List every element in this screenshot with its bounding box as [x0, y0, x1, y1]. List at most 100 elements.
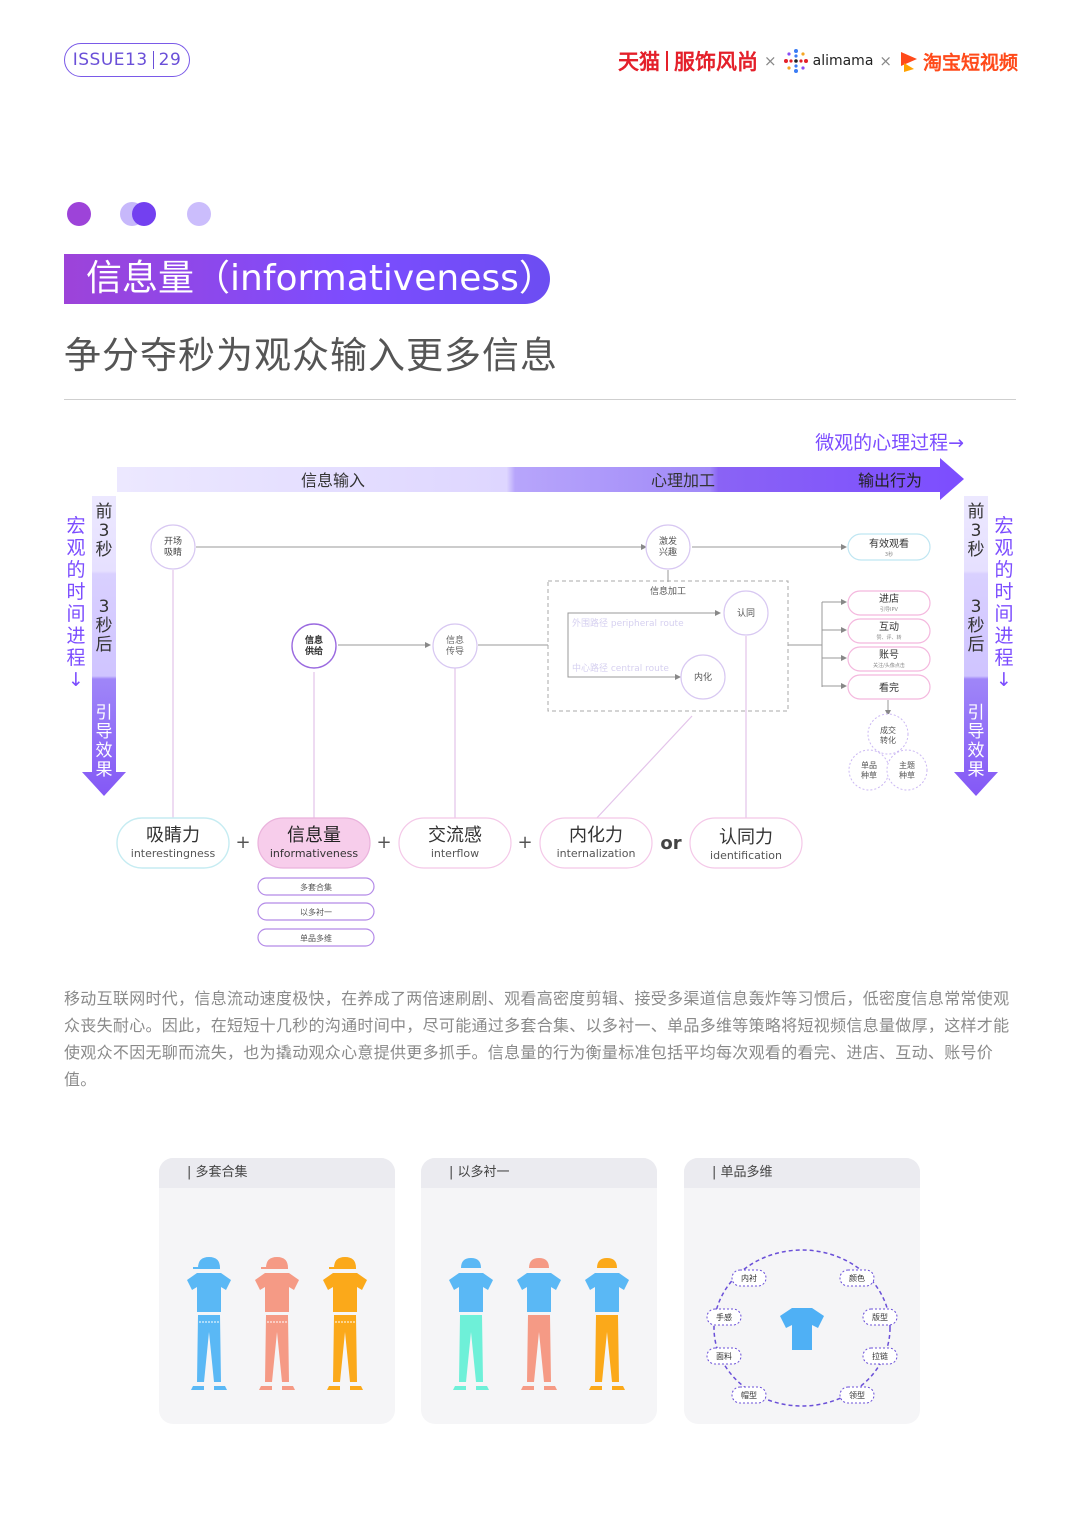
- svg-text:关注/头像点击: 关注/头像点击: [873, 662, 905, 669]
- outfit-blue-salmon: [517, 1258, 561, 1390]
- svg-text:看完: 看完: [879, 681, 899, 694]
- svg-text:认同: 认同: [737, 607, 755, 619]
- svg-text:版型: 版型: [872, 1312, 888, 1322]
- pill-ident: 认同力 identification: [689, 817, 803, 869]
- route-peripheral: 外围路径 peripheral route: [572, 617, 684, 629]
- issue-divider: [152, 51, 154, 69]
- card-collection: | 多套合集: [159, 1158, 395, 1424]
- svg-text:信息供给: 信息供给: [304, 634, 323, 657]
- outfits-illustration: [187, 1256, 367, 1390]
- card-contrast: | 以多衬一: [421, 1158, 657, 1424]
- svg-text:引导IPV: 引导IPV: [880, 606, 898, 613]
- svg-text:3秒: 3秒: [885, 551, 893, 558]
- taobao-video-icon: [900, 52, 917, 72]
- strategy-3: 单品多维: [257, 928, 375, 947]
- dot-icon-2b: [132, 202, 156, 226]
- brand-tmall: 天猫: [618, 50, 661, 74]
- label-collar: 领型: [839, 1386, 875, 1404]
- svg-text:信息量: 信息量: [287, 825, 341, 846]
- svg-text:领型: 领型: [849, 1390, 865, 1400]
- svg-text:identification: identification: [710, 849, 782, 862]
- brand-alimama: alimama: [783, 48, 874, 74]
- horizontal-stage-arrow: [117, 458, 964, 500]
- alimama-icon: [783, 49, 808, 73]
- tshirt-icon: [780, 1308, 824, 1350]
- svg-text:颜色: 颜色: [849, 1273, 865, 1283]
- svg-text:informativeness: informativeness: [270, 847, 359, 860]
- micro-process-label: 微观的心理过程→: [815, 432, 964, 454]
- svg-text:interestingness: interestingness: [131, 847, 216, 860]
- node-identify: 认同: [723, 590, 769, 636]
- svg-text:内化: 内化: [694, 671, 712, 683]
- label-fabric: 面料: [706, 1347, 742, 1365]
- left-time-arrow: [82, 496, 126, 796]
- output-interact: 互动 赞、评、转: [847, 618, 931, 644]
- node-stimulate: 激发兴趣: [645, 524, 691, 570]
- divider-line: [64, 399, 1016, 400]
- outfit-orange: [323, 1256, 367, 1390]
- strategy-1: 多套合集: [257, 877, 375, 896]
- svg-text:赞、评、转: 赞、评、转: [876, 634, 901, 641]
- plus-2: +: [376, 832, 391, 853]
- label-lining: 内衬: [731, 1269, 767, 1287]
- contrast-illustration: [449, 1258, 629, 1390]
- label-hat: 帽型: [731, 1386, 767, 1404]
- card-title: | 多套合集: [159, 1158, 395, 1188]
- taobao-text: 淘宝短视频: [922, 51, 1018, 74]
- svg-text:拉链: 拉链: [872, 1351, 888, 1361]
- outfit-salmon: [255, 1256, 299, 1390]
- outfit-blue-orange: [585, 1258, 629, 1390]
- svg-text:有效观看: 有效观看: [869, 537, 909, 550]
- svg-text:internalization: internalization: [557, 847, 636, 860]
- macro-right: 宏观的时间进程↓: [994, 515, 1013, 691]
- svg-text:开场吸睛: 开场吸睛: [164, 536, 182, 558]
- stage-process: 心理加工: [651, 471, 715, 490]
- processing-box: [547, 580, 789, 712]
- svg-text:帽型: 帽型: [741, 1390, 757, 1400]
- outfit-blue: [187, 1256, 231, 1390]
- output-single-label: 单品种草: [861, 760, 877, 780]
- body-paragraph: 移动互联网时代，信息流动速度极快，在养成了两倍速刷剧、观看高密度剪辑、接受多渠道…: [64, 989, 1010, 1089]
- macro-left: 宏观的时间进程↓: [66, 515, 85, 691]
- pill-intern: 内化力 internalization: [539, 817, 653, 869]
- plus-3: +: [517, 832, 532, 853]
- svg-text:进店: 进店: [879, 592, 899, 605]
- stage-output: 输出行为: [858, 471, 922, 490]
- brand-fashion: 服饰风尚: [674, 50, 759, 74]
- brand-logos: 天猫 服饰风尚 × alimama × 淘宝短视频: [618, 46, 1018, 76]
- svg-text:单品多维: 单品多维: [300, 933, 332, 943]
- section-subtitle: 争分夺秒为观众输入更多信息: [64, 334, 558, 377]
- page-number: 29: [158, 50, 182, 70]
- plus-1: +: [235, 832, 250, 853]
- svg-text:互动: 互动: [879, 621, 899, 633]
- output-effective: 有效观看 3秒: [847, 533, 931, 561]
- issue-number: ISSUE13: [72, 50, 148, 70]
- brand-times: ×: [764, 52, 777, 70]
- dot-icon-3: [187, 202, 211, 226]
- right-guide: 引导效果: [968, 703, 985, 780]
- svg-text:吸睛力: 吸睛力: [146, 825, 200, 846]
- pill-attract: 吸睛力 interestingness: [116, 817, 230, 869]
- svg-text:interflow: interflow: [431, 847, 479, 860]
- output-theme-label: 主题种草: [899, 760, 915, 780]
- card-multidim: | 单品多维 内衬 颜色 手感 版型 面料 拉链 帽型 领型: [684, 1158, 920, 1424]
- output-convert: [848, 713, 928, 791]
- stage-input: 信息输入: [301, 471, 365, 490]
- svg-text:交流感: 交流感: [428, 825, 482, 846]
- label-zipper: 拉链: [862, 1347, 898, 1365]
- node-internalize: 内化: [680, 654, 726, 700]
- output-finish: 看完: [847, 674, 931, 700]
- alimama-text: alimama: [812, 53, 874, 69]
- brand-times-2: ×: [879, 52, 892, 70]
- card-title: | 以多衬一: [421, 1158, 657, 1188]
- output-enter: 进店 引导IPV: [847, 590, 931, 616]
- svg-text:内衬: 内衬: [741, 1273, 757, 1283]
- svg-text:信息传导: 信息传导: [446, 634, 464, 657]
